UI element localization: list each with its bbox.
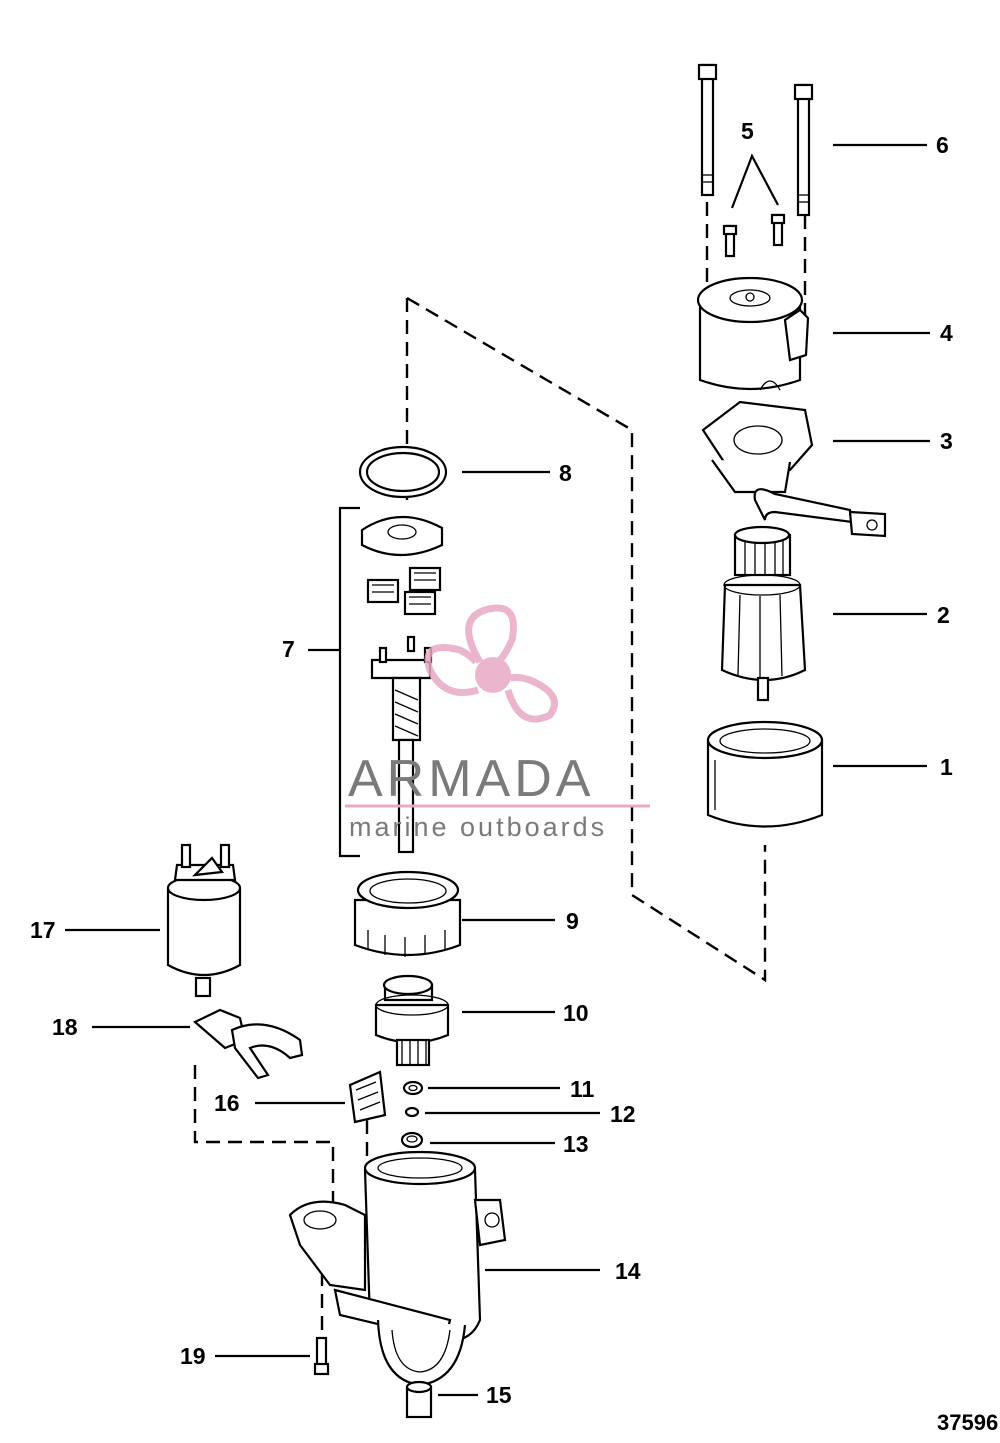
callout-9: 9 [566,908,579,934]
part-o-ring [358,445,448,499]
part-brush-plate [701,400,887,538]
leader-lines [65,143,930,1397]
part-armature [720,525,807,702]
part-pad [348,1070,387,1124]
callout-19: 19 [180,1343,206,1369]
part-solenoid [166,843,242,998]
part-through-bolts [697,63,814,217]
callout-17: 17 [30,917,56,943]
part-field-frame [706,720,824,828]
callout-10: 10 [563,1000,589,1026]
part-planetary-gear-assembly [338,506,444,858]
part-drive-housing [288,1150,507,1387]
callout-8: 8 [559,460,572,486]
callout-5: 5 [741,118,754,144]
part-end-cap [696,276,810,391]
callout-16: 16 [214,1090,240,1116]
figure-number: 37596 [937,1410,998,1435]
part-shift-fork [193,1008,304,1080]
callout-13: 13 [563,1131,589,1157]
callout-18: 18 [52,1014,78,1040]
callout-4: 4 [940,320,953,346]
callout-15: 15 [486,1382,512,1408]
callout-12: 12 [610,1101,636,1127]
callout-14: 14 [615,1258,641,1284]
callout-3: 3 [940,428,953,454]
callout-7: 7 [282,636,295,662]
part-mounting-screw [313,1336,330,1376]
part-starter-drive [374,974,450,1067]
callout-1: 1 [940,754,953,780]
part-bushing [405,1380,433,1419]
watermark-tagline: marine outboards [349,812,607,842]
callout-2: 2 [937,602,950,628]
callout-6: 6 [936,132,949,158]
callout-labels: 1 2 3 4 5 6 7 8 9 10 11 12 13 14 15 16 1… [30,118,953,1408]
callout-11: 11 [570,1076,595,1102]
watermark-brand-name: ARMADA [348,750,594,808]
alignment-dashed-lines [193,180,807,1335]
part-ring-gear [353,870,462,957]
armada-propeller-logo [424,604,558,723]
part-screws [722,153,786,258]
part-washers [400,1080,424,1149]
